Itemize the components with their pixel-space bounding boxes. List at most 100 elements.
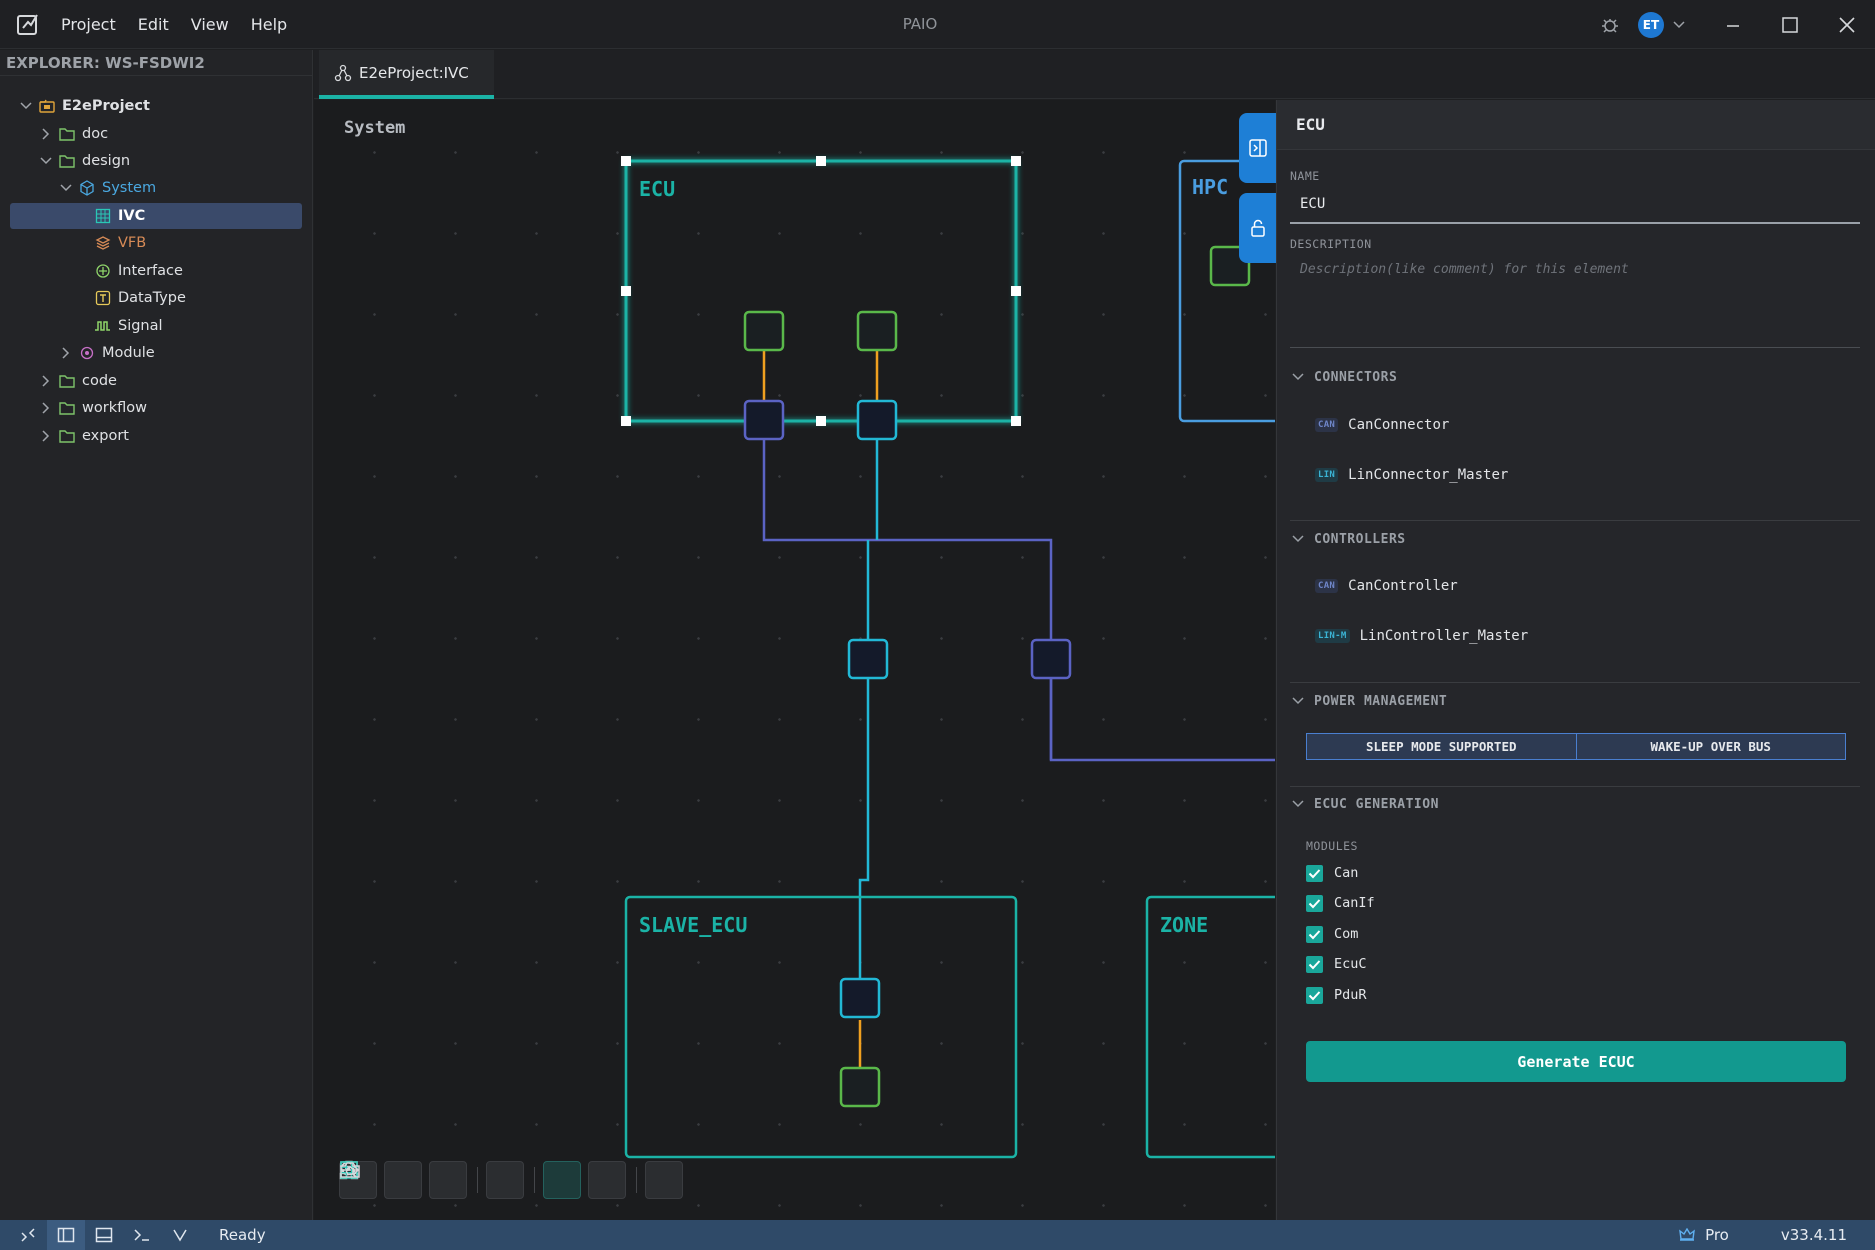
auto-layout-icon[interactable] (339, 1160, 524, 1199)
tree-item-ivc[interactable]: IVC (10, 203, 302, 229)
module-label: EcuC (1334, 956, 1367, 972)
module-label: CanIf (1334, 895, 1375, 911)
connector-item[interactable]: LIN LinConnector_Master (1315, 460, 1508, 490)
can-bus[interactable] (762, 420, 1275, 762)
connector-item[interactable]: CAN CanConnector (1315, 410, 1449, 440)
module-checkbox-com[interactable]: Com (1306, 923, 1358, 945)
generate-ecuc-button[interactable]: Generate ECUC (1306, 1041, 1846, 1082)
explorer-title: EXPLORER: WS-FSDWI2 (0, 50, 312, 76)
section-title: CONTROLLERS (1314, 531, 1406, 547)
tree-item-export[interactable]: export (38, 423, 129, 449)
slave-ecu-ports[interactable] (839, 977, 881, 1108)
folder-icon (58, 125, 76, 143)
ecuc-generation-section-header[interactable]: ECUC GENERATION (1290, 789, 1860, 819)
module-checkbox-can[interactable]: Can (1306, 862, 1358, 884)
section-divider (1290, 786, 1860, 787)
bottom-panel-toggle-icon[interactable] (85, 1220, 123, 1250)
power-management-section-header[interactable]: POWER MANAGEMENT (1290, 686, 1860, 716)
description-field[interactable] (1290, 254, 1860, 348)
bug-icon[interactable] (1581, 0, 1638, 49)
checkbox-checked-icon[interactable] (1306, 986, 1323, 1004)
chevron-right-icon[interactable] (58, 345, 74, 361)
tab-e2eproject-ivc[interactable]: E2eProject:IVC (319, 50, 494, 99)
tree-item-e2eproject[interactable]: E2eProject (18, 93, 150, 119)
ecu-ports[interactable] (743, 310, 898, 441)
toolbar-divider (636, 1167, 637, 1193)
selection-handles[interactable] (621, 156, 1021, 426)
zoom-out-icon[interactable] (340, 1161, 422, 1199)
panel-toggle-icon (1248, 138, 1268, 158)
node-slave-ecu[interactable]: SLAVE_ECU (624, 895, 1018, 1159)
checkbox-checked-icon[interactable] (1306, 864, 1323, 882)
tree-item-module[interactable]: Module (58, 340, 155, 366)
camera-icon[interactable] (340, 1161, 683, 1199)
node-ecu[interactable]: ECU (621, 156, 1021, 426)
remote-icon[interactable] (9, 1220, 47, 1250)
lock-button[interactable] (1239, 193, 1277, 263)
module-checkbox-pdur[interactable]: PduR (1306, 984, 1367, 1006)
minimize-icon[interactable] (1704, 0, 1761, 49)
tree-item-datatype[interactable]: DataType (94, 285, 186, 311)
sidebar-toggle-icon[interactable] (47, 1220, 85, 1250)
controller-item[interactable]: CAN CanController (1315, 571, 1458, 601)
plan-label[interactable]: Pro (1705, 1226, 1729, 1244)
lin-m-badge: LIN-M (1315, 629, 1350, 643)
section-title: CONNECTORS (1314, 369, 1398, 385)
tree-item-doc[interactable]: doc (38, 121, 108, 147)
chevron-down-icon[interactable] (1664, 20, 1694, 29)
tree-item-vfb[interactable]: VFB (94, 230, 146, 256)
diagram-icon (334, 64, 352, 82)
checkbox-checked-icon[interactable] (1306, 894, 1323, 912)
diagram-canvas[interactable]: System ECU HPC (314, 100, 1275, 1220)
edge-style-icon[interactable] (341, 1161, 626, 1199)
connectors-section-header[interactable]: CONNECTORS (1290, 362, 1860, 392)
collapse-panel-button[interactable] (1239, 113, 1277, 183)
grid-toggle-icon[interactable] (340, 1161, 581, 1199)
tree-item-label: DataType (118, 290, 186, 306)
module-checkbox-ecuc[interactable]: EcuC (1306, 953, 1367, 975)
bus-junctions[interactable] (847, 638, 1072, 680)
module-label: Can (1334, 865, 1359, 881)
module-label: Com (1334, 926, 1359, 942)
tab-label: E2eProject:IVC (359, 63, 469, 82)
chevron-right-icon[interactable] (38, 126, 54, 142)
tree-item-label: doc (82, 126, 109, 142)
lin-bus[interactable] (858, 420, 879, 1000)
chevron-right-icon[interactable] (38, 400, 54, 416)
menu-project[interactable]: Project (61, 14, 116, 34)
section-title: ECUC GENERATION (1314, 796, 1439, 812)
controller-item[interactable]: LIN-M LinController_Master (1315, 621, 1528, 651)
tree-item-label: design (82, 153, 131, 169)
sleep-mode-toggle[interactable]: SLEEP MODE SUPPORTED (1307, 734, 1576, 759)
tree-item-code[interactable]: code (38, 368, 117, 394)
tree-item-system[interactable]: System (58, 175, 156, 201)
terminal-icon[interactable] (123, 1220, 161, 1250)
close-icon[interactable] (1818, 0, 1875, 49)
chevron-down-icon[interactable] (38, 153, 54, 169)
menu-view[interactable]: View (190, 14, 229, 34)
controllers-section-header[interactable]: CONTROLLERS (1290, 524, 1860, 554)
chevron-down-icon[interactable] (58, 180, 74, 196)
project-icon (38, 97, 56, 115)
wake-up-over-bus-toggle[interactable]: WAKE-UP OVER BUS (1575, 734, 1845, 759)
name-field[interactable] (1290, 186, 1860, 224)
node-zone[interactable]: ZONE (1145, 895, 1275, 1159)
chevron-right-icon[interactable] (38, 373, 54, 389)
version-control-icon[interactable] (161, 1220, 199, 1250)
editor-tab-bar: E2eProject:IVC (314, 50, 1875, 99)
tree-item-signal[interactable]: Signal (94, 313, 163, 339)
tree-item-workflow[interactable]: workflow (38, 395, 147, 421)
chevron-right-icon[interactable] (38, 428, 54, 444)
maximize-icon[interactable] (1761, 0, 1818, 49)
menu-edit[interactable]: Edit (137, 14, 169, 34)
menu-help[interactable]: Help (250, 14, 288, 34)
chevron-down-icon[interactable] (18, 98, 34, 114)
tree-item-design[interactable]: design (38, 148, 130, 174)
module-checkbox-canif[interactable]: CanIf (1306, 892, 1375, 914)
checkbox-checked-icon[interactable] (1306, 925, 1323, 943)
fit-view-icon[interactable] (340, 1161, 467, 1199)
checkbox-checked-icon[interactable] (1306, 955, 1323, 973)
tree-item-interface[interactable]: Interface (94, 258, 183, 284)
avatar[interactable]: ET (1638, 11, 1664, 38)
toolbar-divider (534, 1167, 535, 1193)
